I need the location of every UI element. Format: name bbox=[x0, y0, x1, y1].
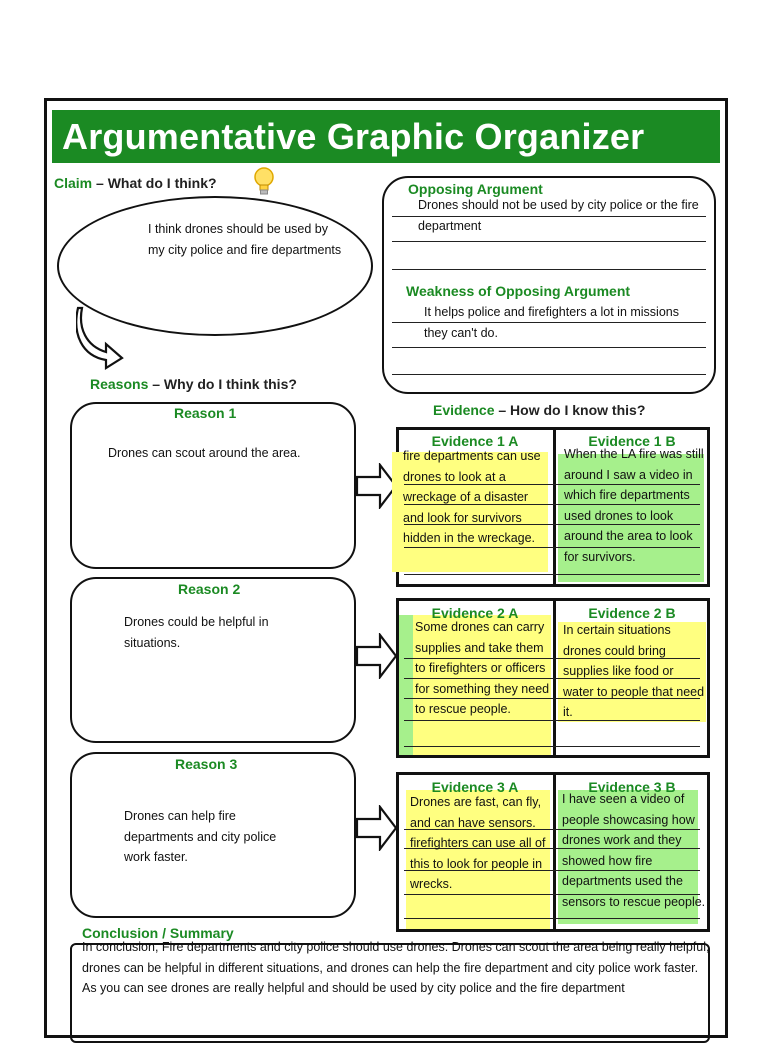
evidence-1a-text[interactable]: fire departments can use drones to look … bbox=[403, 449, 541, 545]
writing-line bbox=[404, 894, 700, 895]
evidence-divider bbox=[553, 772, 556, 932]
writing-line bbox=[404, 829, 700, 830]
lightbulb-icon bbox=[254, 167, 274, 195]
reason-1-box bbox=[70, 402, 356, 569]
evidence-2a-title: Evidence 2 A bbox=[431, 605, 519, 621]
writing-line bbox=[404, 658, 700, 659]
claim-oval bbox=[57, 196, 373, 336]
conclusion-text[interactable]: In conclusion, Fire departments and city… bbox=[82, 940, 710, 995]
writing-line bbox=[392, 241, 706, 242]
writing-line bbox=[404, 524, 700, 525]
writing-line bbox=[404, 746, 700, 747]
reason-1-text[interactable]: Drones can scout around the area. bbox=[108, 446, 301, 460]
evidence-2a-text[interactable]: Some drones can carry supplies and take … bbox=[415, 620, 550, 716]
reason-2-text[interactable]: Drones could be helpful in situations. bbox=[124, 615, 269, 650]
weakness-text[interactable]: It helps police and firefighters a lot i… bbox=[424, 305, 679, 340]
opposing-argument-text[interactable]: Drones should not be used by city police… bbox=[418, 198, 699, 233]
evidence-1b-text[interactable]: When the LA fire was still around I saw … bbox=[564, 447, 704, 564]
reason-2-title: Reason 2 bbox=[178, 581, 241, 597]
reason-3-text[interactable]: Drones can help fire departments and cit… bbox=[124, 809, 277, 864]
writing-line bbox=[404, 678, 700, 679]
writing-line bbox=[392, 269, 706, 270]
writing-line bbox=[404, 720, 700, 721]
evidence-heading: Evidence – How do I know this? bbox=[433, 402, 646, 418]
highlight bbox=[399, 615, 413, 755]
evidence-1b-title: Evidence 1 B bbox=[588, 433, 676, 449]
reason-1-title: Reason 1 bbox=[174, 405, 237, 421]
opposing-argument-box bbox=[382, 176, 716, 394]
writing-line bbox=[392, 216, 706, 217]
reason-3-title: Reason 3 bbox=[175, 756, 238, 772]
weakness-heading: Weakness of Opposing Argument bbox=[406, 283, 631, 299]
writing-line bbox=[404, 848, 700, 849]
writing-line bbox=[404, 870, 700, 871]
claim-heading: Claim – What do I think? bbox=[54, 175, 217, 191]
reasons-heading: Reasons – Why do I think this? bbox=[90, 376, 297, 392]
writing-line bbox=[392, 347, 706, 348]
writing-line bbox=[404, 547, 700, 548]
writing-line bbox=[404, 918, 700, 919]
reason-2-box bbox=[70, 577, 356, 743]
writing-line bbox=[404, 574, 700, 575]
reason-3-box bbox=[70, 752, 356, 918]
conclusion-heading: Conclusion / Summary bbox=[82, 925, 234, 941]
highlight bbox=[558, 622, 706, 722]
evidence-divider bbox=[553, 427, 556, 587]
writing-line bbox=[404, 698, 700, 699]
highlight bbox=[558, 790, 698, 924]
right-arrow-icon bbox=[356, 805, 398, 851]
writing-line bbox=[392, 374, 706, 375]
highlight bbox=[558, 454, 704, 582]
evidence-3b-title: Evidence 3 B bbox=[588, 779, 676, 795]
right-arrow-icon bbox=[356, 463, 398, 509]
right-arrow-icon bbox=[356, 633, 398, 679]
evidence-1a-title: Evidence 1 A bbox=[431, 433, 519, 449]
opposing-argument-heading: Opposing Argument bbox=[408, 181, 543, 197]
highlight bbox=[406, 790, 550, 929]
writing-line bbox=[404, 484, 700, 485]
evidence-3a-text[interactable]: Drones are fast, can fly, and can have s… bbox=[410, 795, 546, 891]
curved-arrow-icon bbox=[76, 306, 124, 370]
evidence-2b-text[interactable]: In certain situations drones could bring… bbox=[563, 623, 705, 719]
highlight bbox=[413, 615, 551, 755]
evidence-3b-text[interactable]: I have seen a video of people showcasing… bbox=[562, 792, 706, 909]
writing-line bbox=[392, 322, 706, 323]
writing-line bbox=[404, 504, 700, 505]
evidence-3a-title: Evidence 3 A bbox=[431, 779, 519, 795]
highlight bbox=[392, 452, 548, 572]
evidence-2b-title: Evidence 2 B bbox=[588, 605, 676, 621]
page-title: Argumentative Graphic Organizer bbox=[52, 110, 720, 163]
claim-text[interactable]: I think drones should be used by my city… bbox=[148, 222, 342, 257]
